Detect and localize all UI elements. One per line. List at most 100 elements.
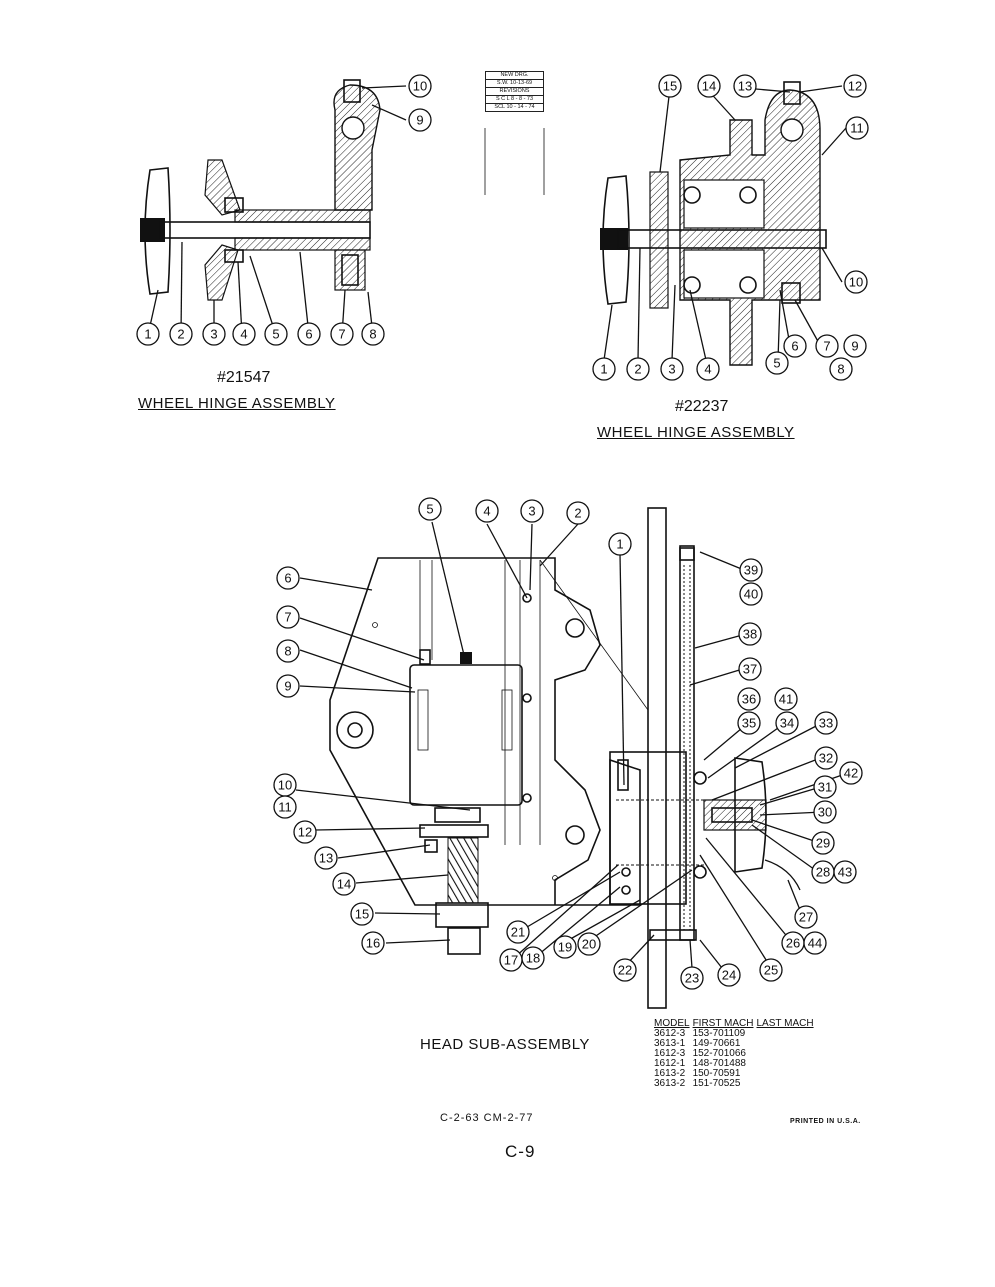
first-mach-cell: 153-701109 [692,1028,746,1039]
head-callout-7: 7 [284,610,291,625]
first-mach-cell: 149-70661 [692,1038,741,1049]
first-mach-cell: 151-70525 [692,1078,741,1089]
table-row: 3612-3 153-701109 [654,1029,817,1039]
left-callout-7: 7 [338,327,345,342]
right-callout-8: 8 [837,362,844,377]
head-sub-assembly-title: HEAD SUB-ASSEMBLY [420,1036,590,1053]
first-mach-cell: 150-70591 [692,1068,741,1079]
right-callout-5: 5 [773,356,780,371]
model-header: MODEL [654,1018,690,1029]
head-callout-17: 17 [504,953,518,968]
head-callout-23: 23 [685,971,699,986]
left-callout-4: 4 [240,327,247,342]
left-callout-5: 5 [272,327,279,342]
head-callout-18: 18 [526,951,540,966]
head-sub-assembly-figure: 1 2 3 4 5 6 7 8 9 10 11 12 13 14 15 16 1… [273,497,863,1009]
revision-1: S C L 8 - 8 - 73 [485,95,544,104]
left-callout-6: 6 [305,327,312,342]
left-assembly-part-number: #21547 [217,369,271,386]
right-callout-11: 11 [850,121,864,136]
model-serial-table: MODEL FIRST MACH LAST MACH 3612-3 153-701… [654,1019,817,1089]
revision-2: SCL 10 - 14 - 74 [485,103,544,112]
head-callout-22: 22 [618,963,632,978]
right-callout-13: 13 [738,79,752,94]
head-callout-19: 19 [558,940,572,955]
right-callout-2: 2 [634,362,641,377]
head-callout-9: 9 [284,679,291,694]
left-callout-2: 2 [177,327,184,342]
head-callout-20: 20 [582,937,596,952]
head-callout-29: 29 [816,836,830,851]
head-callout-1: 1 [616,537,623,552]
table-row: 1612-3 152-701066 [654,1049,817,1059]
left-assembly-title: WHEEL HINGE ASSEMBLY [138,395,336,412]
printed-in-usa: PRINTED IN U.S.A. [790,1118,861,1125]
right-callout-15: 15 [663,79,677,94]
head-callout-8: 8 [284,644,291,659]
head-callout-42: 42 [844,766,858,781]
table-row: 3613-1 149-70661 [654,1039,817,1049]
first-mach-cell: 152-701066 [692,1048,746,1059]
revision-block: NEW DRG. S.W. 10-13-69 REVISIONS S C L 8… [485,71,544,112]
page-number: C-9 [505,1142,536,1161]
table-row: 3613-2 151-70525 [654,1079,817,1089]
head-callout-14: 14 [337,877,351,892]
left-callout-9: 9 [416,113,423,128]
head-callout-6: 6 [284,571,291,586]
right-assembly-title: WHEEL HINGE ASSEMBLY [597,424,795,441]
model-cell: 3613-2 [654,1078,686,1089]
new-drg-date: S.W. 10-13-69 [485,79,544,88]
right-callout-3: 3 [668,362,675,377]
right-assembly-figure: 1 2 3 4 5 6 7 8 9 10 11 12 13 14 15 [592,74,869,381]
table-row: 1612-1 148-701488 [654,1059,817,1069]
left-callout-10: 10 [413,79,427,94]
model-cell: 3612-3 [654,1028,686,1039]
model-cell: 3613-1 [654,1038,686,1049]
left-assembly-figure: 1 2 3 4 5 6 7 8 9 10 [136,74,432,346]
right-callout-10: 10 [849,275,863,290]
head-callout-40: 40 [744,587,758,602]
right-callout-14: 14 [702,79,716,94]
head-callout-28: 28 [816,865,830,880]
model-cell: 1613-2 [654,1068,686,1079]
head-callout-26: 26 [786,936,800,951]
head-callout-5: 5 [426,502,433,517]
right-assembly-part-number: #22237 [675,398,729,415]
model-cell: 1612-1 [654,1058,686,1069]
head-callout-13: 13 [319,851,333,866]
head-callout-43: 43 [838,865,852,880]
new-drg-label: NEW DRG. [485,71,544,80]
head-callout-33: 33 [819,716,833,731]
head-callout-24: 24 [722,968,736,983]
first-mach-cell: 148-701488 [692,1058,746,1069]
right-callout-4: 4 [704,362,711,377]
left-callout-1: 1 [144,327,151,342]
head-callout-37: 37 [743,662,757,677]
head-callout-35: 35 [742,716,756,731]
right-callout-12: 12 [848,79,862,94]
drawing-codes: C-2-63 CM-2-77 [440,1112,534,1124]
head-callout-34: 34 [780,716,794,731]
right-callout-1: 1 [600,362,607,377]
revision-frame [484,128,545,195]
head-callout-3: 3 [528,504,535,519]
head-callout-10: 10 [278,778,292,793]
head-callout-44: 44 [808,936,822,951]
right-callout-9: 9 [851,339,858,354]
head-callout-31: 31 [818,780,832,795]
head-callout-25: 25 [764,963,778,978]
head-callout-2: 2 [574,506,581,521]
head-callout-30: 30 [818,805,832,820]
head-callout-27: 27 [799,910,813,925]
head-callout-21: 21 [511,925,525,940]
head-callout-41: 41 [779,692,793,707]
left-callout-3: 3 [210,327,217,342]
right-callout-6: 6 [791,339,798,354]
last-mach-header: LAST MACH [756,1018,814,1029]
head-callout-36: 36 [742,692,756,707]
model-cell: 1612-3 [654,1048,686,1059]
first-mach-header: FIRST MACH [692,1018,754,1029]
head-callout-16: 16 [366,936,380,951]
table-row: 1613-2 150-70591 [654,1069,817,1079]
